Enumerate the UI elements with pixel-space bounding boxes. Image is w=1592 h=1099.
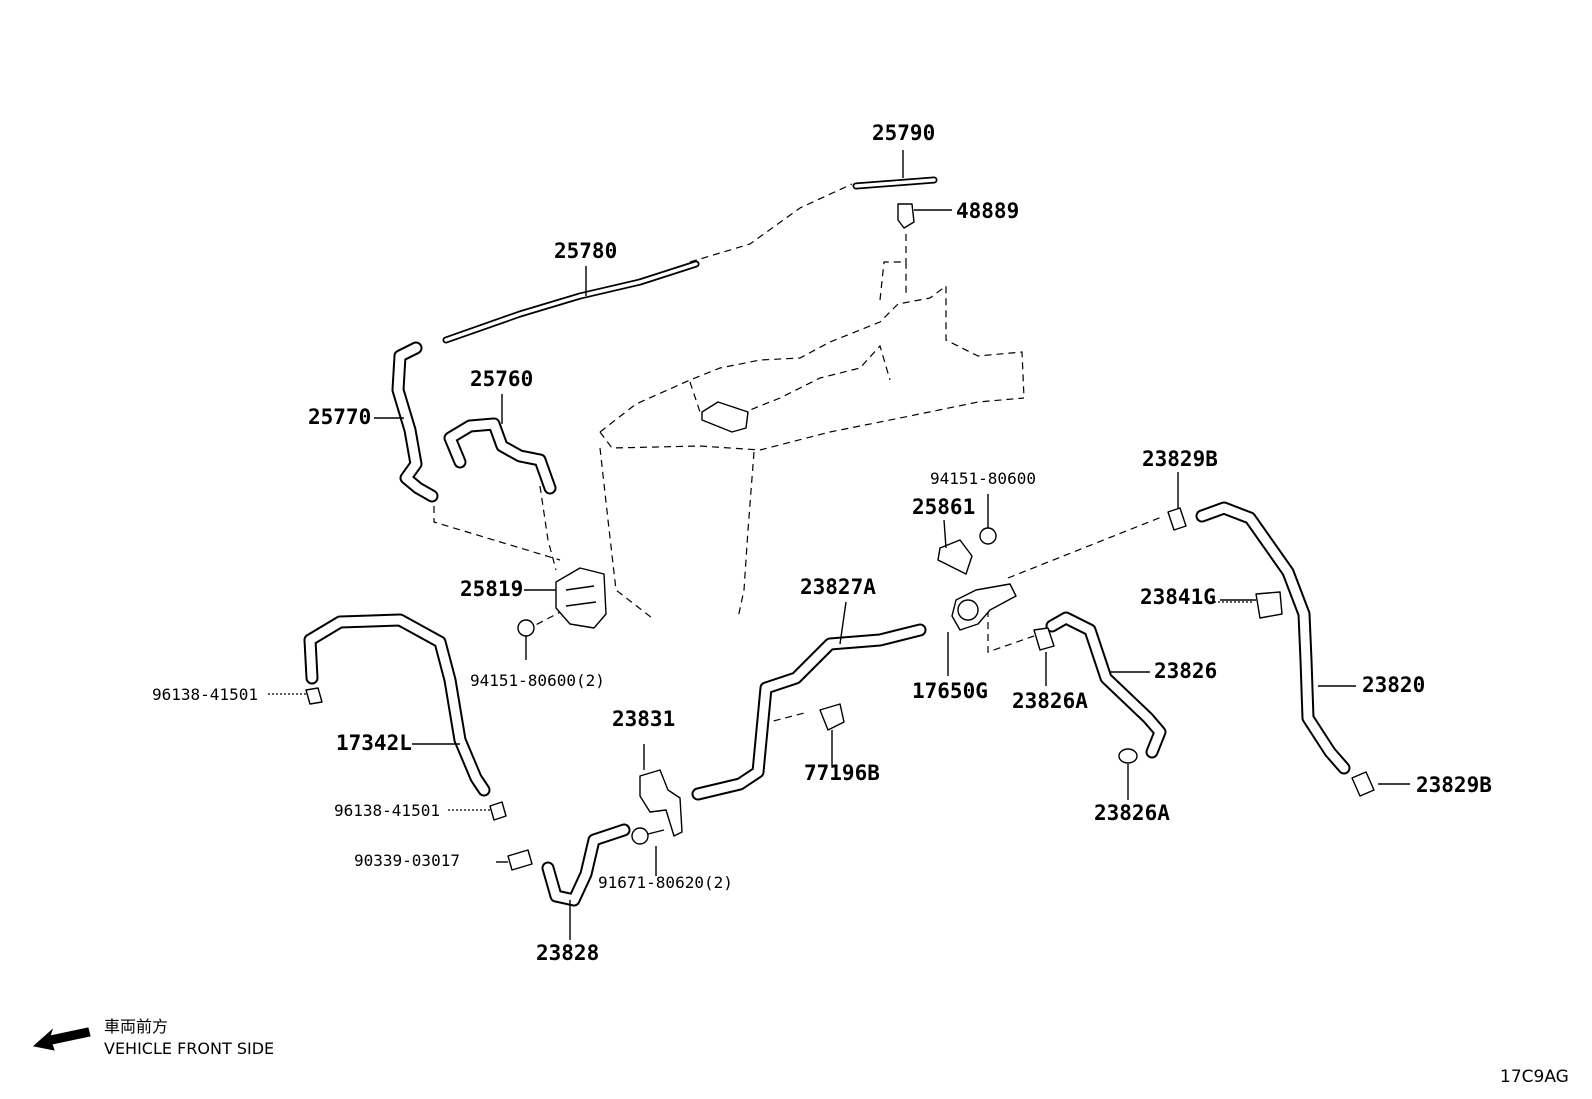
label-25760: 25760 xyxy=(470,367,533,391)
label-96138-41501-bottom: 96138-41501 xyxy=(334,801,440,820)
bolt-91671 xyxy=(631,827,649,845)
leader-lines xyxy=(374,150,1410,940)
engine-outline xyxy=(599,234,1025,619)
label-23826: 23826 xyxy=(1154,659,1217,683)
reference-code: 17C9AG xyxy=(1500,1067,1569,1087)
vehicle-front-note: 車両前方 VEHICLE FRONT SIDE xyxy=(32,1017,274,1058)
label-48889: 48889 xyxy=(956,199,1019,223)
label-17342L: 17342L xyxy=(336,731,412,755)
label-23826A-bottom: 23826A xyxy=(1094,801,1170,825)
label-25790: 25790 xyxy=(872,121,935,145)
part-labels: 25790 48889 25780 25760 25770 25819 9415… xyxy=(152,121,1492,965)
clip-48889 xyxy=(897,203,915,229)
label-94151-80600-2: 94151-80600(2) xyxy=(470,671,605,690)
clip-23829B-bottom xyxy=(1351,771,1375,797)
grommet-94151 xyxy=(979,527,997,545)
label-23831: 23831 xyxy=(612,707,675,731)
label-23820: 23820 xyxy=(1362,673,1425,697)
label-94151-80600: 94151-80600 xyxy=(930,469,1036,488)
label-23828: 23828 xyxy=(536,941,599,965)
clip-23826A-top xyxy=(1033,627,1055,651)
label-23829B-top: 23829B xyxy=(1142,447,1218,471)
label-17650G: 17650G xyxy=(912,679,988,703)
label-23829B-bottom: 23829B xyxy=(1416,773,1492,797)
label-23827A: 23827A xyxy=(800,575,876,599)
direction-japanese: 車両前方 xyxy=(104,1017,168,1036)
bracket-25861 xyxy=(937,539,973,575)
label-23841G: 23841G xyxy=(1140,585,1216,609)
label-25770: 25770 xyxy=(308,405,371,429)
label-77196B: 77196B xyxy=(804,761,880,785)
hoses xyxy=(303,176,1351,907)
clamp-23841G xyxy=(1255,591,1283,619)
left-down-arrow-icon xyxy=(32,1027,91,1051)
direction-english: VEHICLE FRONT SIDE xyxy=(104,1039,274,1058)
label-90339-03017: 90339-03017 xyxy=(354,851,460,870)
vsv-25819 xyxy=(555,567,607,629)
label-91671-80620-2: 91671-80620(2) xyxy=(598,873,733,892)
plug-90339 xyxy=(507,849,533,871)
label-25780: 25780 xyxy=(554,239,617,263)
bracket-23831 xyxy=(639,769,683,837)
label-96138-41501-top: 96138-41501 xyxy=(152,685,258,704)
label-25819: 25819 xyxy=(460,577,523,601)
clamp-77196B xyxy=(819,703,845,731)
plug-96138-bottom xyxy=(489,801,507,821)
clip-23829B-top xyxy=(1167,507,1187,531)
components xyxy=(305,203,1375,871)
label-23826A-top: 23826A xyxy=(1012,689,1088,713)
clip-23826A-bottom xyxy=(1118,748,1138,764)
label-25861: 25861 xyxy=(912,495,975,519)
plug-96138-top xyxy=(305,687,323,705)
grommet-94151-2 xyxy=(517,619,535,637)
